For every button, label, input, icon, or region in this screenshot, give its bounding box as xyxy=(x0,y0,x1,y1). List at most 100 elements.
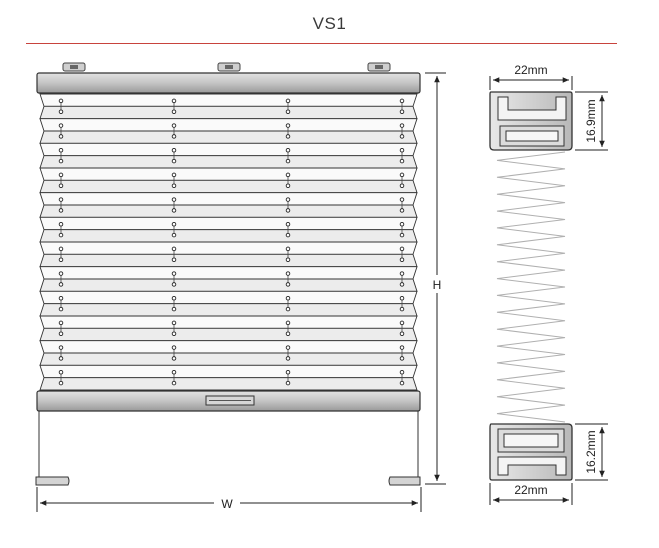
cord-hole xyxy=(399,197,405,202)
cord-hole xyxy=(285,183,291,189)
cord-hole xyxy=(58,282,64,287)
cord-hole xyxy=(399,232,405,238)
cord-hole xyxy=(171,257,177,263)
cord-hole xyxy=(285,172,291,178)
cord-hole xyxy=(171,134,177,139)
height-label: H xyxy=(433,278,442,292)
cord-hole xyxy=(285,271,291,276)
cord-hole xyxy=(285,208,291,213)
pleat-fold-lower xyxy=(39,303,418,317)
pleat-fold-lower xyxy=(39,253,418,268)
bottom-profile-width-label: 22mm xyxy=(514,483,547,497)
cord-hole xyxy=(58,271,64,276)
cord-hole xyxy=(58,183,64,189)
cord-hole xyxy=(171,356,177,361)
cord-hole xyxy=(171,172,177,178)
pleat-fold-lower xyxy=(39,278,418,292)
cord-hole xyxy=(58,158,64,164)
pleat-fold-upper xyxy=(39,167,418,181)
cord-hole xyxy=(399,246,405,252)
cord-hole xyxy=(285,197,291,202)
cord-hole xyxy=(399,109,405,115)
pleat-fold-lower xyxy=(39,155,418,169)
cord-hole xyxy=(171,98,177,104)
cord-hole xyxy=(285,320,291,326)
cord-hole xyxy=(58,232,64,238)
bottom-profile-height-label: 16.2mm xyxy=(584,430,598,473)
diagram-title: VS1 xyxy=(312,14,347,33)
cord-hole xyxy=(58,320,64,326)
cord-hole xyxy=(399,221,405,227)
cord-hole xyxy=(58,380,64,386)
cord-hole xyxy=(171,197,177,202)
cord-hole xyxy=(58,172,64,178)
pleat-fold-lower xyxy=(39,179,418,194)
pleated-fabric xyxy=(39,93,418,391)
cord-hole xyxy=(171,331,177,337)
cord-hole xyxy=(285,345,291,350)
cord-hole xyxy=(171,158,177,164)
cord-hole xyxy=(171,380,177,386)
cord-fixing-right xyxy=(388,476,421,486)
cord-hole xyxy=(399,320,405,326)
cord-hole xyxy=(58,257,64,263)
pleat-fold-lower xyxy=(39,229,418,243)
cord-hole xyxy=(285,369,291,375)
cord-hole xyxy=(171,369,177,375)
cord-hole xyxy=(399,134,405,139)
cord-hole xyxy=(58,208,64,213)
cord-hole xyxy=(399,295,405,301)
cord-hole xyxy=(171,295,177,301)
bracket-middle xyxy=(217,62,241,72)
pleat-fold-upper xyxy=(39,93,418,107)
mounting-brackets xyxy=(62,62,391,72)
cord-hole xyxy=(171,123,177,128)
top-profile-width-label: 22mm xyxy=(514,63,547,77)
cord-hole xyxy=(285,134,291,139)
cord-hole xyxy=(285,232,291,238)
pleat-fold-upper xyxy=(39,364,418,379)
top-rail xyxy=(36,72,421,94)
cord-hole xyxy=(285,282,291,287)
cord-hole xyxy=(171,183,177,189)
height-dimension: H xyxy=(425,72,446,485)
pleat-fold-lower xyxy=(39,352,418,366)
pleat-fold-lower xyxy=(39,377,418,391)
cord-hole xyxy=(58,147,64,153)
pleat-fold-upper xyxy=(39,315,418,329)
cord-hole xyxy=(285,123,291,128)
cord-hole xyxy=(399,147,405,153)
cord-hole xyxy=(285,295,291,301)
cord-hole xyxy=(285,221,291,227)
cord-hole xyxy=(171,246,177,252)
pleat-fold-lower xyxy=(39,327,418,342)
cord-hole xyxy=(399,380,405,386)
pleat-fold-lower xyxy=(39,204,418,218)
cord-hole xyxy=(285,246,291,252)
cord-hole xyxy=(399,331,405,337)
width-dimension: W xyxy=(36,487,422,512)
cord-hole xyxy=(58,331,64,337)
pleat-fold-upper xyxy=(39,340,418,354)
pleat-fold-upper xyxy=(39,192,418,206)
cord-hole xyxy=(399,123,405,128)
cord-hole xyxy=(399,158,405,164)
cord-hole xyxy=(399,306,405,312)
cord-hole xyxy=(171,345,177,350)
pleat-fold-lower xyxy=(39,130,418,144)
bottom-profile xyxy=(489,423,573,481)
cord-hole xyxy=(399,271,405,276)
cord-hole xyxy=(58,197,64,202)
bottom-profile-dimensions: 16.2mm 22mm xyxy=(489,423,608,505)
cord-hole xyxy=(58,109,64,115)
pleat-fold-upper xyxy=(39,241,418,255)
top-profile-height-label: 16.9mm xyxy=(584,99,598,142)
cord-hole xyxy=(58,356,64,361)
cord-hole xyxy=(171,320,177,326)
cord-hole xyxy=(58,221,64,227)
cord-hole xyxy=(171,147,177,153)
pleat-fold-upper xyxy=(39,216,418,231)
cord-hole xyxy=(171,306,177,312)
cord-hole xyxy=(399,172,405,178)
cord-hole xyxy=(285,331,291,337)
